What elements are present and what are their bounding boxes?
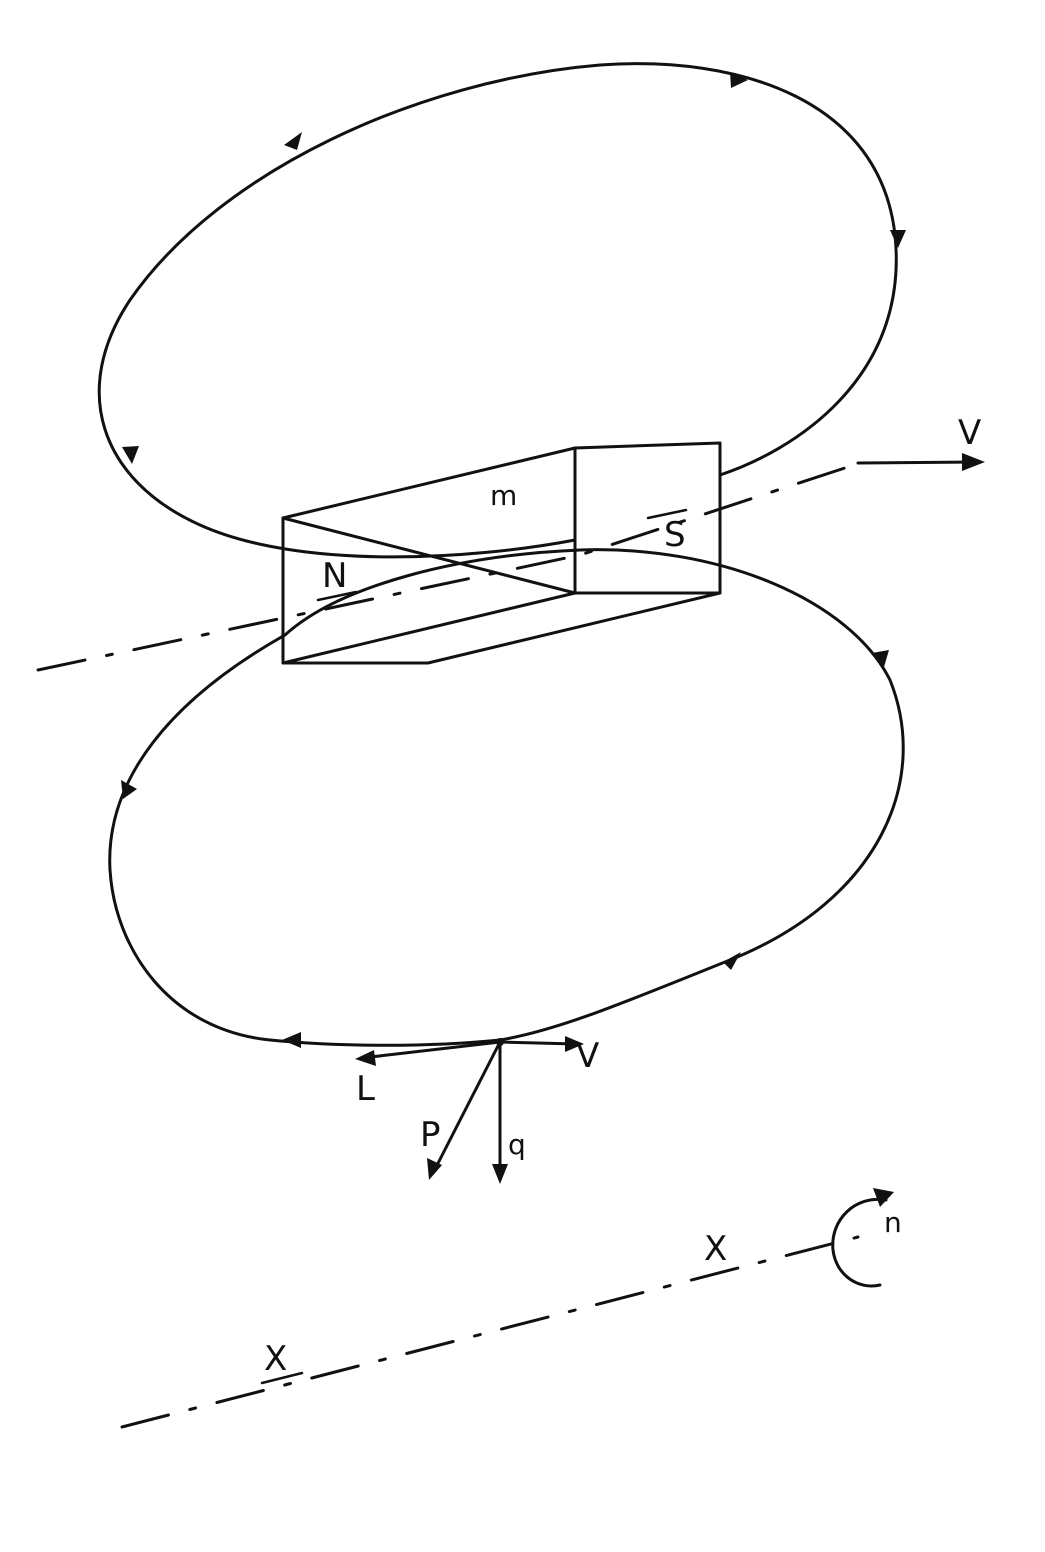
label-velocity-top: V [958, 413, 981, 453]
upper-field-loop [97, 62, 898, 559]
magnet-block [281, 441, 722, 665]
vector-q-head [492, 1164, 508, 1184]
rotation-axis-x [120, 1235, 860, 1429]
velocity-top-arrow-line [856, 460, 980, 465]
label-pole-south: S [664, 515, 686, 555]
vector-l-head [355, 1050, 376, 1066]
label-rotation: n [884, 1206, 902, 1239]
south-underline [646, 508, 688, 520]
vector-l-line [360, 1040, 502, 1060]
x-left-underline [260, 1371, 304, 1385]
label-force-l: L [356, 1069, 375, 1109]
rotation-arrowhead [873, 1188, 894, 1207]
lower-field-loop [108, 548, 905, 1047]
label-axis-x-left: X [264, 1339, 287, 1379]
label-magnet-mass: m [490, 479, 517, 512]
velocity-top-arrowhead [962, 453, 985, 471]
vector-v-head [565, 1036, 584, 1052]
label-velocity-bottom: V [576, 1036, 599, 1076]
label-pole-north: N [322, 556, 347, 596]
label-axis-x-right: X [704, 1229, 727, 1269]
rotation-arc [831, 1197, 888, 1288]
vector-p-line [431, 1040, 502, 1175]
label-force-q: q [508, 1128, 526, 1161]
vector-v-line [498, 1040, 578, 1046]
north-underline [316, 590, 358, 602]
label-force-p: P [420, 1115, 441, 1155]
vector-p-head [427, 1158, 442, 1180]
field-direction-arrows [121, 72, 906, 1048]
